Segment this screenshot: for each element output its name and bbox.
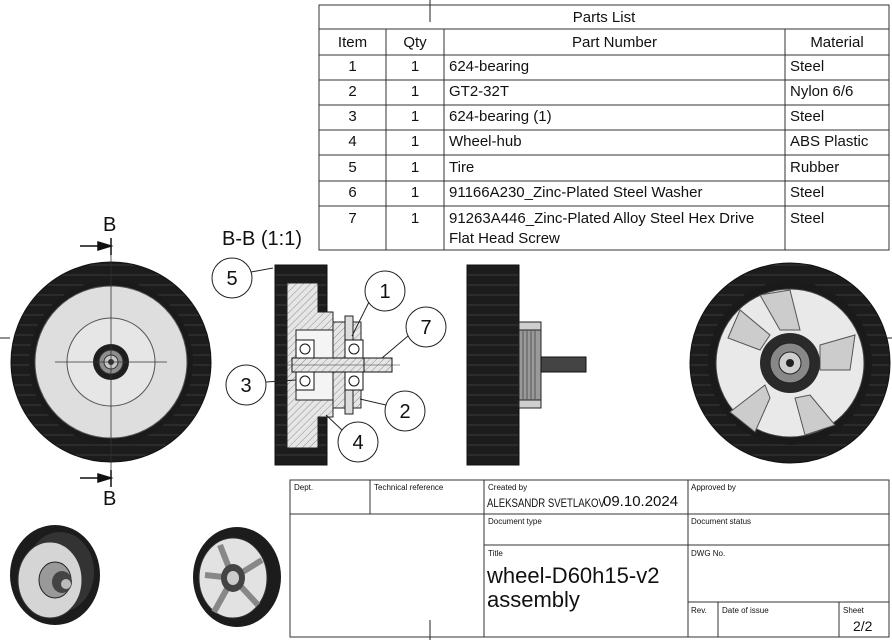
row-2-qty: 1 — [410, 83, 420, 100]
row-7-qty: 1 — [410, 210, 420, 227]
row-1-item: 1 — [348, 58, 357, 75]
front-view-left — [10, 240, 212, 486]
row-7-item: 7 — [348, 210, 357, 227]
date-of-issue-label: Date of issue — [722, 606, 769, 615]
row-2-part: GT2-32T — [449, 83, 510, 100]
section-marker-top: B — [103, 214, 117, 236]
approved-by-label: Approved by — [691, 483, 736, 492]
created-by-value: ALEKSANDR SVETLAKOV — [487, 496, 605, 510]
balloon-5: 5 — [226, 268, 237, 290]
drawing-title-line2: assembly — [487, 587, 580, 612]
front-view-right — [689, 262, 891, 464]
header-qty: Qty — [403, 34, 427, 51]
balloon-numbers: 5 1 7 3 2 4 — [226, 268, 431, 454]
section-cut-markers — [80, 238, 114, 487]
section-view — [274, 264, 400, 466]
balloon-4: 4 — [352, 432, 363, 454]
row-6-part: 91166A230_Zinc-Plated Steel Washer — [449, 184, 703, 201]
created-by-label: Created by — [488, 483, 528, 492]
row-3-part: 624-bearing (1) — [449, 108, 552, 125]
row-1-qty: 1 — [410, 58, 420, 75]
created-date: 09.10.2024 — [603, 493, 679, 510]
tech-ref-label: Technical reference — [374, 483, 444, 492]
rev-label: Rev. — [691, 606, 707, 615]
title-label: Title — [488, 549, 503, 558]
row-5-item: 5 — [348, 159, 357, 176]
side-view — [466, 264, 587, 466]
header-material: Material — [810, 34, 864, 51]
row-2-item: 2 — [348, 83, 357, 100]
balloon-7: 7 — [420, 317, 431, 339]
balloon-1: 1 — [379, 281, 390, 303]
iso-view-1 — [10, 525, 100, 625]
parts-list-title: Parts List — [572, 9, 636, 26]
row-6-qty: 1 — [410, 184, 420, 201]
dwg-no-label: DWG No. — [691, 549, 726, 558]
section-marker-bottom: B — [103, 488, 117, 510]
leader-lines — [250, 267, 409, 431]
row-1-material: Steel — [790, 58, 825, 75]
document-status-label: Document status — [691, 517, 752, 526]
balloon-2: 2 — [399, 401, 410, 423]
section-view-label: B-B (1:1) — [222, 228, 303, 250]
row-2-material: Nylon 6/6 — [790, 83, 854, 100]
header-item: Item — [337, 34, 368, 51]
row-3-material: Steel — [790, 108, 825, 125]
iso-view-2 — [193, 527, 281, 627]
balloons — [211, 257, 447, 463]
row-3-qty: 1 — [410, 108, 420, 125]
row-5-material: Rubber — [790, 159, 840, 176]
row-6-material: Steel — [790, 184, 825, 201]
drawing-title-line1: wheel-D60h15-v2 — [487, 563, 660, 588]
row-7-part-line2: Flat Head Screw — [449, 230, 560, 247]
row-6-item: 6 — [348, 184, 357, 201]
row-5-part: Tire — [449, 159, 475, 176]
document-type-label: Document type — [488, 517, 542, 526]
row-7-part: 91263A446_Zinc-Plated Alloy Steel Hex Dr… — [449, 210, 755, 227]
row-4-qty: 1 — [410, 133, 420, 150]
dept-label: Dept. — [294, 483, 314, 492]
sheet-number: 2/2 — [853, 618, 873, 634]
parts-list-grid — [318, 4, 890, 251]
header-part-number: Part Number — [571, 34, 658, 51]
balloon-3: 3 — [240, 375, 251, 397]
row-5-qty: 1 — [410, 159, 420, 176]
row-3-item: 3 — [348, 108, 357, 125]
row-7-material: Steel — [790, 210, 825, 227]
row-4-part: Wheel-hub — [449, 133, 522, 150]
row-4-material: ABS Plastic — [790, 133, 869, 150]
sheet-label: Sheet — [843, 606, 864, 615]
title-block-grid — [289, 479, 890, 638]
row-1-part: 624-bearing — [449, 58, 530, 75]
row-4-item: 4 — [348, 133, 357, 150]
